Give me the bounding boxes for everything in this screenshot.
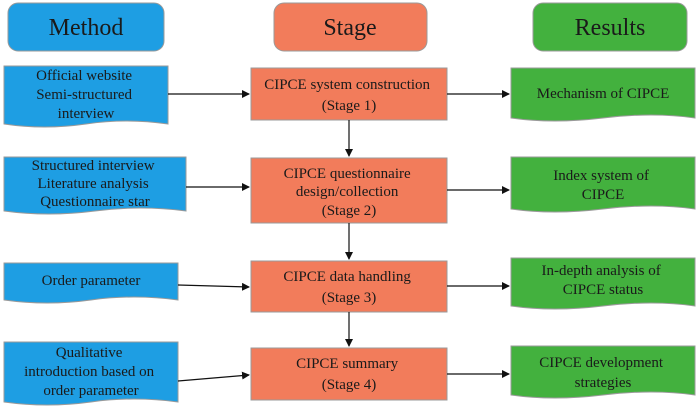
stage-line: (Stage 4) — [322, 377, 377, 393]
header-method: Method — [7, 2, 165, 52]
method-line: Qualitative — [56, 345, 123, 361]
method-line: Literature analysis — [38, 176, 149, 192]
method-box-3 — [3, 262, 179, 304]
stage-line: CIPCE questionnaire — [284, 166, 411, 182]
result-text-2: Index system of CIPCE — [553, 168, 653, 203]
stage-text-3: CIPCE data handling (Stage 3) — [283, 269, 414, 306]
stage-box-2 — [250, 157, 448, 224]
result-line: Index system of — [553, 168, 649, 184]
method-box-1 — [3, 65, 169, 128]
stage-line: (Stage 2) — [322, 203, 377, 219]
method-text-3: Order parameter — [42, 273, 141, 289]
result-text-3: In-depth analysis of CIPCE status — [542, 263, 665, 298]
result-line: CIPCE status — [563, 282, 644, 298]
method-line: Questionnaire star — [40, 194, 150, 210]
result-text-4: CIPCE development strategies — [539, 355, 667, 391]
method-line: introduction based on — [24, 364, 154, 380]
method-line: Official website — [36, 68, 132, 84]
result-box-2 — [510, 156, 696, 213]
stage-line: design/collection — [296, 184, 399, 200]
header-stage-label: Stage — [323, 15, 376, 41]
method-box-2 — [3, 156, 187, 215]
header-results-box — [532, 2, 688, 52]
stage-line: (Stage 3) — [322, 290, 377, 306]
method-text-1: Official website Semi-structured intervi… — [36, 68, 136, 122]
result-line: In-depth analysis of — [542, 263, 661, 279]
stage-line: CIPCE system construction — [264, 77, 430, 93]
method-line: Structured interview — [32, 158, 155, 174]
result-text-1: Mechanism of CIPCE — [537, 86, 670, 102]
method-text-2: Structured interview Literature analysis… — [32, 158, 159, 210]
method-box-4 — [3, 341, 179, 406]
result-box-3 — [510, 257, 696, 310]
stage-box-4 — [250, 347, 448, 401]
header-stage: Stage — [273, 2, 428, 52]
stage-text-1: CIPCE system construction (Stage 1) — [264, 77, 434, 114]
result-box-4 — [510, 345, 696, 399]
stage-line: (Stage 1) — [322, 98, 377, 114]
result-line: strategies — [575, 375, 632, 391]
method-text-4: Qualitative introduction based on order … — [24, 345, 158, 399]
result-line: CIPCE — [582, 187, 625, 203]
method-line: order parameter — [43, 383, 138, 399]
header-stage-box — [273, 2, 428, 52]
header-results: Results — [532, 2, 688, 52]
stage-line: CIPCE data handling — [283, 269, 411, 285]
stage-box-3 — [250, 260, 448, 313]
stage-line: CIPCE summary — [296, 356, 399, 372]
method-line: Order parameter — [42, 273, 141, 289]
result-box-1 — [510, 67, 696, 122]
stage-text-2: CIPCE questionnaire design/collection (S… — [284, 166, 415, 219]
method-line: Semi-structured — [36, 87, 132, 103]
method-line: interview — [58, 106, 115, 122]
result-line: Mechanism of CIPCE — [537, 86, 670, 102]
result-line: CIPCE development — [539, 355, 664, 371]
arrow-method-to-stage-4 — [177, 371, 250, 382]
header-method-label: Method — [49, 15, 124, 41]
header-results-label: Results — [575, 15, 646, 41]
stage-text-4: CIPCE summary (Stage 4) — [296, 356, 402, 393]
header-method-box — [7, 2, 165, 52]
arrow-method-to-stage-3 — [177, 282, 250, 291]
